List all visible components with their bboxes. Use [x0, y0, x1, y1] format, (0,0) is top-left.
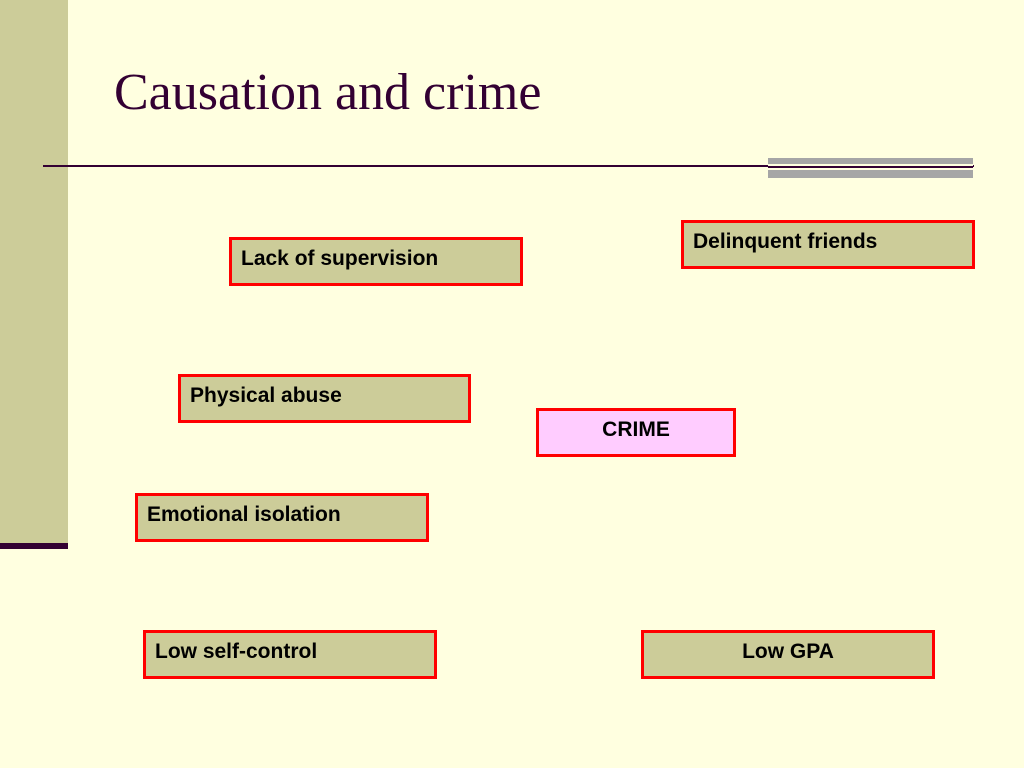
- left-side-bar: [0, 0, 68, 543]
- title-rule-accent: [768, 158, 973, 178]
- title-rule: [43, 165, 974, 167]
- slide-title: Causation and crime: [114, 64, 542, 121]
- node-delinquent-friends: Delinquent friends: [681, 220, 975, 269]
- node-physical-abuse: Physical abuse: [178, 374, 471, 423]
- node-low-self-control: Low self-control: [143, 630, 437, 679]
- left-side-bar-accent: [0, 543, 68, 549]
- node-low-gpa: Low GPA: [641, 630, 935, 679]
- node-emotional-isolation: Emotional isolation: [135, 493, 429, 542]
- node-crime: CRIME: [536, 408, 736, 457]
- node-lack-of-supervision: Lack of supervision: [229, 237, 523, 286]
